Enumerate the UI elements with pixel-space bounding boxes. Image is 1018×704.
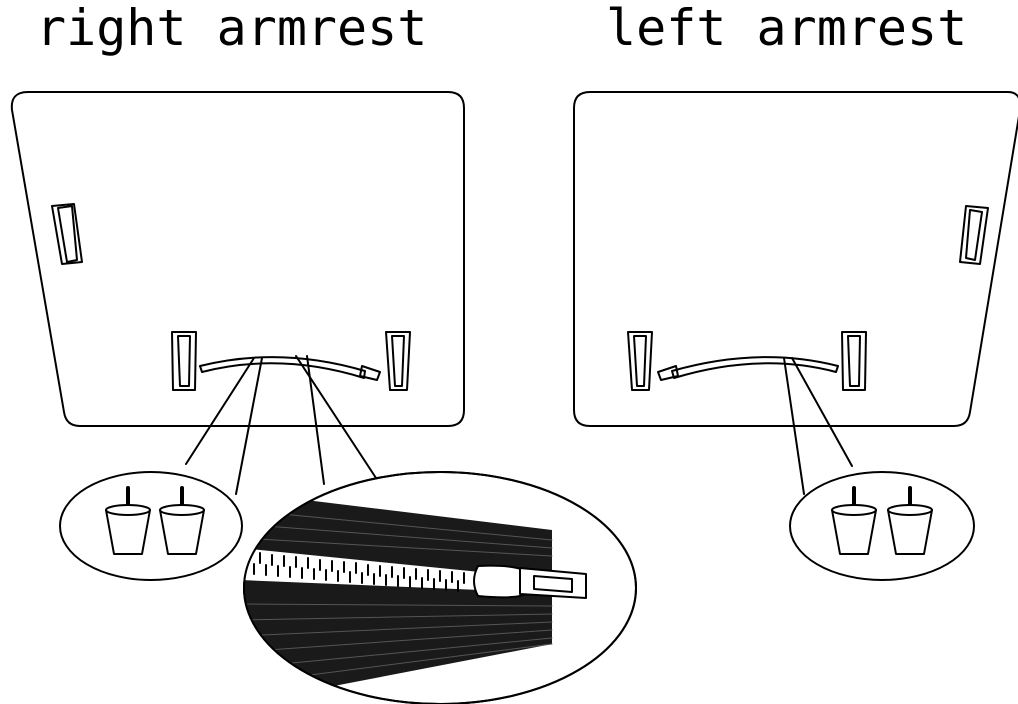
- left-armrest-panel: [573, 91, 1018, 427]
- left-armrest-label: left armrest: [606, 0, 968, 57]
- left-cups-callout-leader-1: [783, 357, 805, 495]
- cup-foot-icon: [887, 486, 933, 555]
- right-panel-bottom-bracket-1: [171, 331, 197, 391]
- zipper-detail: [244, 492, 587, 704]
- left-panel-side-bracket: [959, 205, 989, 265]
- left-panel-zipper: [671, 356, 839, 379]
- zipper-slider: [473, 564, 531, 599]
- zipper-callout-leader-2: [306, 355, 325, 485]
- right-panel-zipper-pull: [359, 365, 381, 381]
- cup-foot-icon: [105, 486, 151, 555]
- right-cups-callout-leader-1: [185, 357, 255, 465]
- right-armrest-label: right armrest: [36, 0, 428, 57]
- left-cups-callout-circle: [789, 471, 975, 581]
- right-panel-zipper: [199, 356, 366, 379]
- right-armrest-panel: [10, 91, 465, 427]
- right-panel-bottom-bracket-2: [385, 331, 411, 391]
- left-panel-bottom-bracket-1: [627, 331, 653, 391]
- left-cups-callout-leader-2: [791, 357, 853, 467]
- right-cups-callout-circle: [59, 471, 243, 581]
- left-panel-bottom-bracket-2: [841, 331, 867, 391]
- cup-foot-icon: [831, 486, 877, 555]
- right-panel-side-bracket: [51, 203, 83, 265]
- right-cups-callout-leader-2: [235, 357, 263, 495]
- left-panel-zipper-pull: [657, 365, 679, 381]
- cup-foot-icon: [159, 486, 205, 555]
